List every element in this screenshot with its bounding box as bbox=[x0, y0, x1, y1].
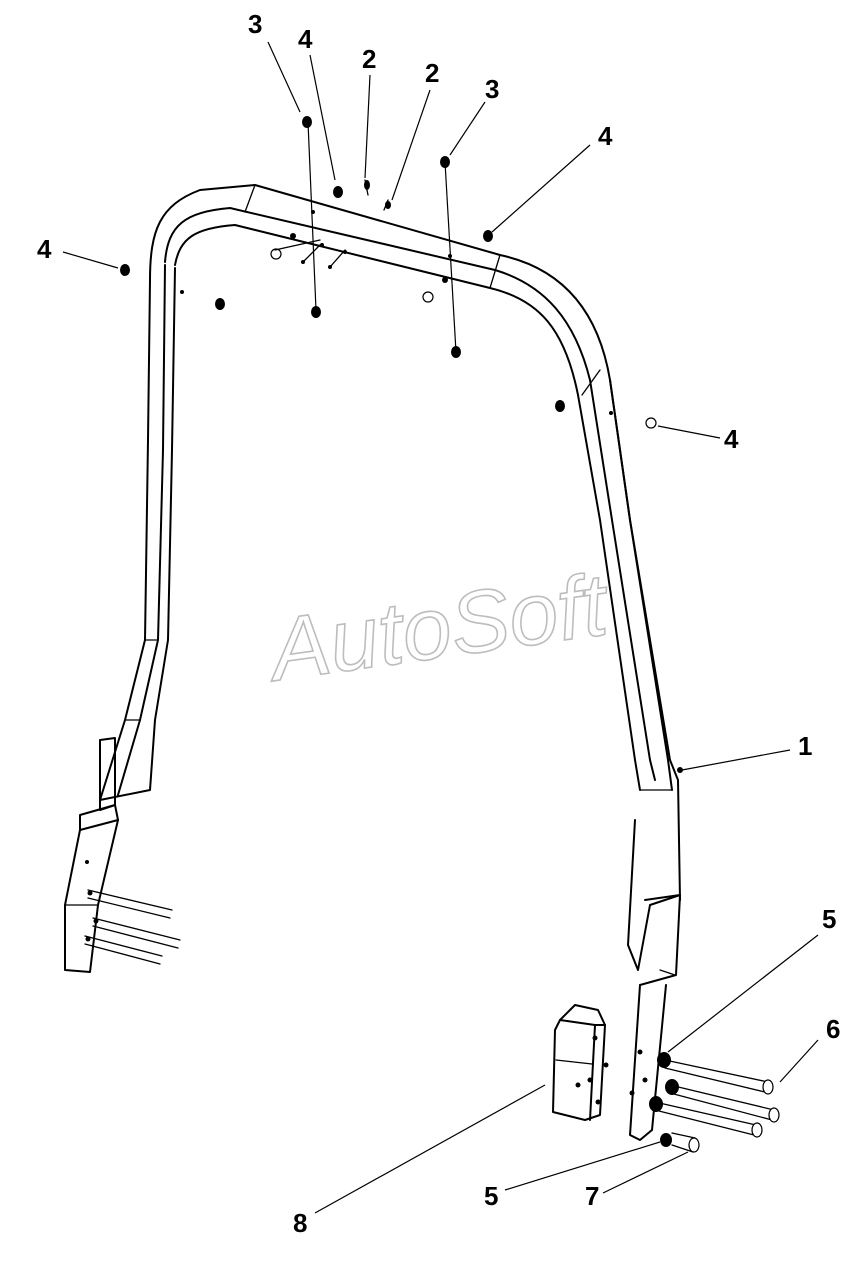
callout-1: 1 bbox=[798, 731, 812, 761]
right-mount-bolts bbox=[629, 1049, 780, 1153]
top-fasteners bbox=[120, 116, 683, 773]
rollover-frame bbox=[64, 184, 681, 1141]
callout-3: 3 bbox=[485, 74, 499, 104]
callout-2: 2 bbox=[425, 58, 439, 88]
callout-7: 7 bbox=[585, 1181, 599, 1211]
callout-8: 8 bbox=[293, 1208, 307, 1238]
callout-4: 4 bbox=[724, 424, 739, 454]
callout-labels: 3 4 2 2 3 4 4 4 1 5 6 5 7 8 bbox=[37, 9, 840, 1238]
callout-4: 4 bbox=[598, 121, 613, 151]
callout-leaders bbox=[62, 41, 819, 1214]
mount-bracket bbox=[552, 1004, 609, 1121]
callout-4: 4 bbox=[37, 234, 52, 264]
callout-6: 6 bbox=[826, 1014, 840, 1044]
left-mount-bolts bbox=[84, 860, 181, 965]
callout-5: 5 bbox=[484, 1181, 498, 1211]
callout-3: 3 bbox=[248, 9, 262, 39]
callout-5: 5 bbox=[822, 904, 836, 934]
watermark-text: AutoSoft bbox=[260, 554, 617, 700]
callout-2: 2 bbox=[362, 44, 376, 74]
callout-4: 4 bbox=[298, 24, 313, 54]
